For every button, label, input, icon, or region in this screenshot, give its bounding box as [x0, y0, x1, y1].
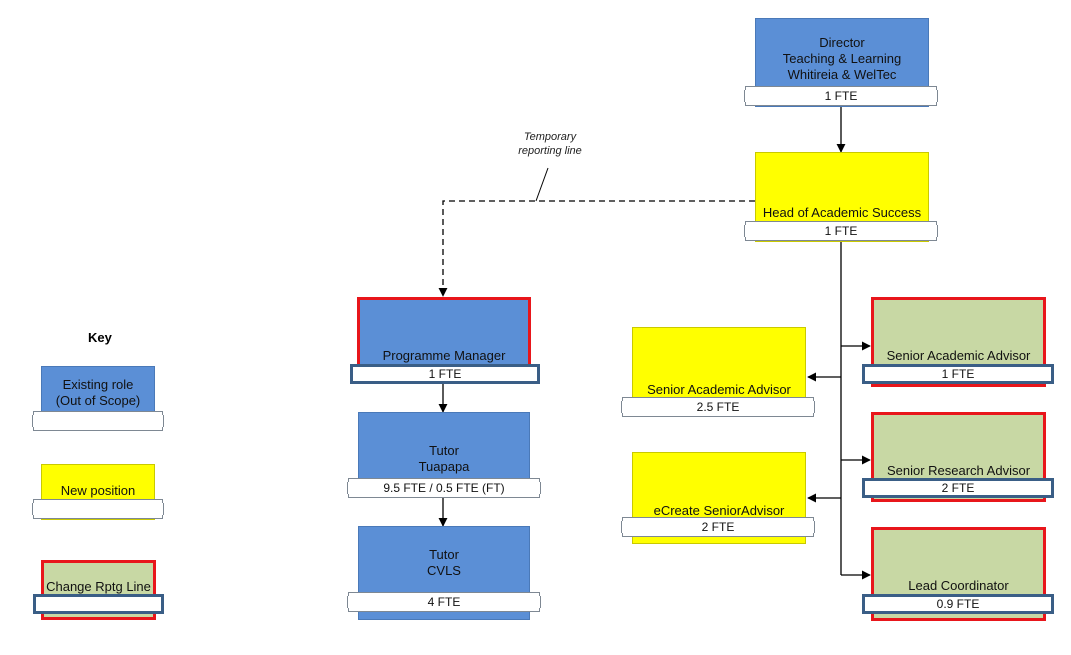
key-new-position-fte — [32, 499, 164, 519]
director-fte: 1 FTE — [744, 86, 938, 106]
tutor-tuapapa-line2: Tuapapa — [418, 459, 470, 474]
senior-research-advisor-title: Senior Research Advisor — [886, 463, 1031, 478]
tutor-tuapapa-line1: Tutor — [429, 443, 459, 458]
temporary-note-pointer — [535, 167, 549, 202]
director-title-line3: Whitireia & WelTec — [787, 67, 897, 82]
lead-coordinator-title: Lead Coordinator — [908, 578, 1009, 593]
tutor-cvls-line1: Tutor — [429, 547, 459, 562]
lead-coordinator-fte: 0.9 FTE — [862, 594, 1054, 614]
tutor-cvls-fte: 4 FTE — [347, 592, 541, 612]
temporary-note-line2: reporting line — [518, 145, 582, 157]
senior-academic-advisor-changed-title: Senior Academic Advisor — [886, 348, 1031, 363]
temporary-reporting-line — [438, 200, 755, 297]
tutor-cvls-line2: CVLS — [427, 563, 461, 578]
key-title: Key — [88, 330, 112, 345]
senior-academic-advisor-new-title: Senior Academic Advisor — [647, 382, 791, 397]
senior-academic-advisor-new-fte: 2.5 FTE — [621, 397, 815, 417]
key-existing-line2: (Out of Scope) — [55, 393, 141, 408]
senior-academic-advisor-changed-fte: 1 FTE — [862, 364, 1054, 384]
director-title-line1: Director — [819, 35, 865, 50]
senior-research-advisor-fte: 2 FTE — [862, 478, 1054, 498]
tutor-tuapapa-fte: 9.5 FTE / 0.5 FTE (FT) — [347, 478, 541, 498]
head-fte: 1 FTE — [744, 221, 938, 241]
director-title-line2: Teaching & Learning — [782, 51, 902, 66]
head-title: Head of Academic Success — [762, 205, 922, 220]
ecreate-fte: 2 FTE — [621, 517, 815, 537]
key-existing-fte — [32, 411, 164, 431]
ecreate-title: eCreate SeniorAdvisor — [653, 503, 785, 518]
key-new-position-label: New position — [60, 483, 136, 498]
programme-manager-fte: 1 FTE — [350, 364, 540, 384]
key-existing-line1: Existing role — [62, 377, 134, 392]
programme-manager-title: Programme Manager — [382, 348, 506, 363]
temporary-note-line1: Temporary — [523, 131, 577, 143]
key-change-line-label: Change Rptg Line — [46, 579, 151, 594]
temporary-reporting-note: Temporary reporting line — [500, 130, 600, 158]
key-change-line-fte — [33, 594, 164, 614]
